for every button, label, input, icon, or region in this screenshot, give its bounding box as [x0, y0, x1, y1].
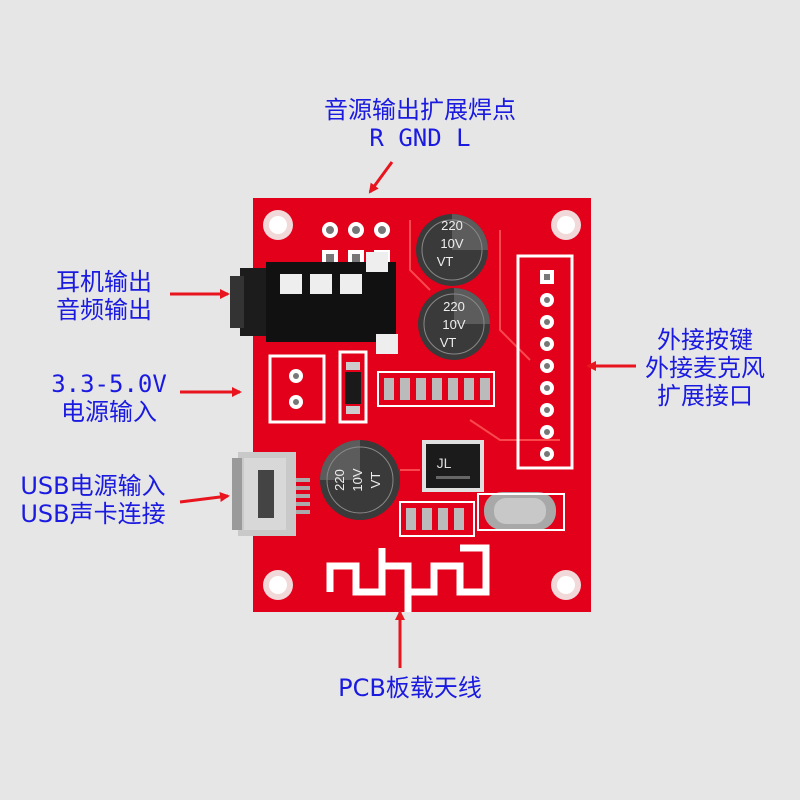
- resistor-row-top: [377, 371, 495, 407]
- ext-port-line3: 扩展接口: [657, 382, 753, 410]
- usb-line1: USB电源输入: [20, 472, 166, 500]
- mounting-holes: [263, 210, 581, 600]
- main-chip: JL: [422, 440, 484, 492]
- cap1-mark: VT: [437, 254, 454, 269]
- antenna-line1: PCB板载天线: [338, 674, 482, 702]
- power-line1: 3.3-5.0V: [51, 370, 167, 398]
- ext-port-line1: 外接按键: [657, 326, 753, 354]
- regulator: [338, 350, 368, 424]
- label-usb: USB电源输入 USB声卡连接: [10, 472, 176, 528]
- audio-out-pads-line1: 音源输出扩展焊点: [324, 96, 516, 124]
- ext-port-line2: 外接麦克风: [645, 354, 765, 382]
- headphone-line1: 耳机输出: [56, 268, 152, 296]
- cap1-value: 220: [441, 218, 463, 233]
- cap2-voltage: 10V: [442, 317, 465, 332]
- capacitor-2: 220 10V VT: [418, 288, 490, 360]
- headphone-jack: [230, 252, 398, 354]
- headphone-line2: 音频输出: [56, 296, 152, 324]
- crystal: [477, 492, 565, 531]
- cap3-mark: VT: [368, 472, 383, 489]
- power-terminal: [268, 354, 326, 424]
- label-ext-port: 外接按键 外接麦克风 扩展接口: [640, 326, 770, 410]
- label-power: 3.3-5.0V 电源输入: [44, 370, 174, 426]
- chip-logo: JL: [437, 455, 452, 471]
- audio-out-pads-line2: R GND L: [369, 124, 471, 152]
- power-line2: 电源输入: [61, 398, 157, 426]
- usb-line2: USB声卡连接: [20, 500, 166, 528]
- capacitor-3: 220 10V VT: [320, 440, 400, 520]
- cap3-voltage: 10V: [350, 468, 365, 491]
- extension-port: [516, 254, 574, 470]
- pcb-antenna: [326, 544, 490, 612]
- label-headphone: 耳机输出 音频输出: [44, 268, 164, 324]
- cap2-mark: VT: [440, 335, 457, 350]
- label-audio-out-pads: 音源输出扩展焊点 R GND L: [300, 96, 540, 152]
- usb-port: [232, 452, 310, 536]
- arrow-audio-out: [368, 161, 394, 194]
- cap3-value: 220: [332, 469, 347, 491]
- cap2-value: 220: [443, 299, 465, 314]
- resistor-row-bottom: [399, 501, 475, 537]
- capacitor-1: 220 10V VT: [416, 214, 488, 286]
- cap1-voltage: 10V: [440, 236, 463, 251]
- label-antenna: PCB板载天线: [320, 674, 500, 702]
- arrow-usb: [179, 492, 230, 504]
